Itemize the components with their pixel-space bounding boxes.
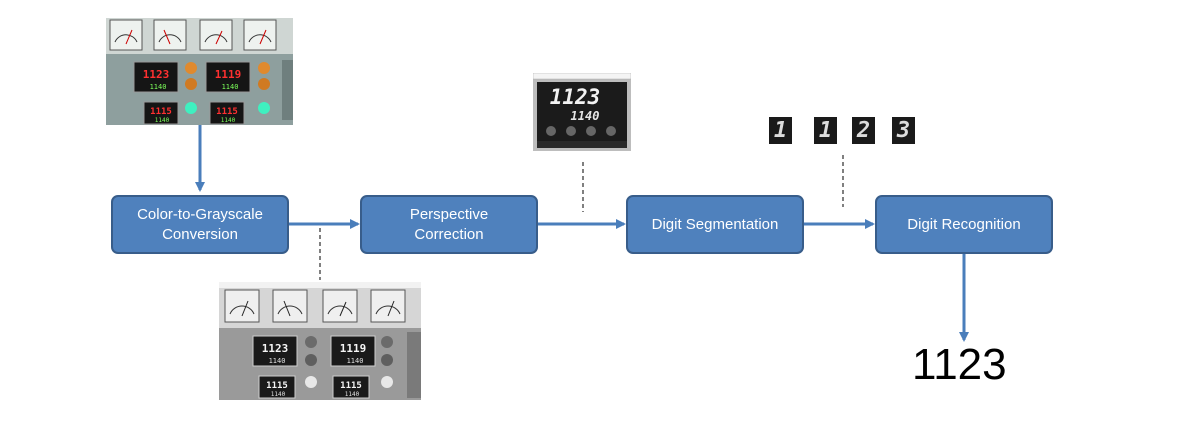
step-label-line-1: Color-to-Grayscale [137,205,263,223]
step-label-line-1: Perspective [409,205,489,223]
meter-gauge-icon [322,289,358,323]
panel-reading-bottom: 1140 [345,391,360,398]
meter-gauge-icon [153,19,187,51]
panel-reading-bottom: 1140 [271,391,286,398]
step-label-line-2: Conversion [162,225,238,243]
panel-reading-bottom: 1140 [155,117,170,124]
meter-gauge-icon [109,19,143,51]
indicator-light-icon [305,336,317,348]
segmented-digit: 3 [892,117,915,144]
step-label-line-2: Correction [414,225,484,243]
corrected-display-photo: 1123 1140 [533,73,631,151]
step-digit-segmentation: Digit Segmentation [626,195,804,254]
window-titlebar-icon [219,282,421,288]
panel-reading-top: 1119 [340,342,367,355]
grayscale-panel-photo: 1123 1140 1119 1140 1115 1140 1115 1140 [219,282,421,400]
indicator-light-icon [305,376,317,388]
meter-gauge-icon [272,289,308,323]
panel-reading-top: 1115 [216,107,238,117]
indicator-light-icon [381,354,393,366]
meter-gauge-icon [199,19,233,51]
button-icon [606,126,616,136]
panel-reading-top: 1123 [143,68,170,81]
segmented-digit: 1 [769,117,792,144]
panel-reading-bottom: 1140 [347,357,364,365]
color-panel-photo: 1123 1140 1119 1140 1115 1140 1115 1140 [106,18,293,125]
panel-reading-top: 1119 [215,68,242,81]
step-label: Digit Segmentation [651,215,779,233]
panel-reading-top: 1115 [150,107,172,117]
segmented-digit: 2 [852,117,875,144]
step-perspective-correction: Perspective Correction [360,195,538,254]
step-color-to-grayscale: Color-to-Grayscale Conversion [111,195,289,254]
step-label: Digit Recognition [907,215,1021,233]
panel-reading-top: 1115 [266,381,288,391]
panel-reading-top: 1123 [262,342,289,355]
button-icon [546,126,556,136]
display-reading-top: 1123 [550,85,601,109]
indicator-light-icon [381,336,393,348]
indicator-light-icon [258,78,270,90]
button-icon [566,126,576,136]
meter-gauge-icon [224,289,260,323]
meter-gauge-icon [370,289,406,323]
indicator-light-icon [305,354,317,366]
indicator-light-icon [185,62,197,74]
display-reading-bottom: 1140 [571,109,600,123]
window-titlebar-icon [533,73,631,80]
indicator-light-icon [258,62,270,74]
panel-reading-top: 1115 [340,381,362,391]
step-digit-recognition: Digit Recognition [875,195,1053,254]
indicator-light-icon [258,102,270,114]
panel-reading-bottom: 1140 [221,117,236,124]
panel-reading-bottom: 1140 [222,83,239,91]
indicator-light-icon [185,78,197,90]
meter-gauge-icon [243,19,277,51]
panel-reading-bottom: 1140 [150,83,167,91]
indicator-light-icon [185,102,197,114]
recognition-result: 1123 [912,340,1007,389]
panel-reading-bottom: 1140 [269,357,286,365]
button-icon [586,126,596,136]
indicator-light-icon [381,376,393,388]
segmented-digit: 1 [814,117,837,144]
